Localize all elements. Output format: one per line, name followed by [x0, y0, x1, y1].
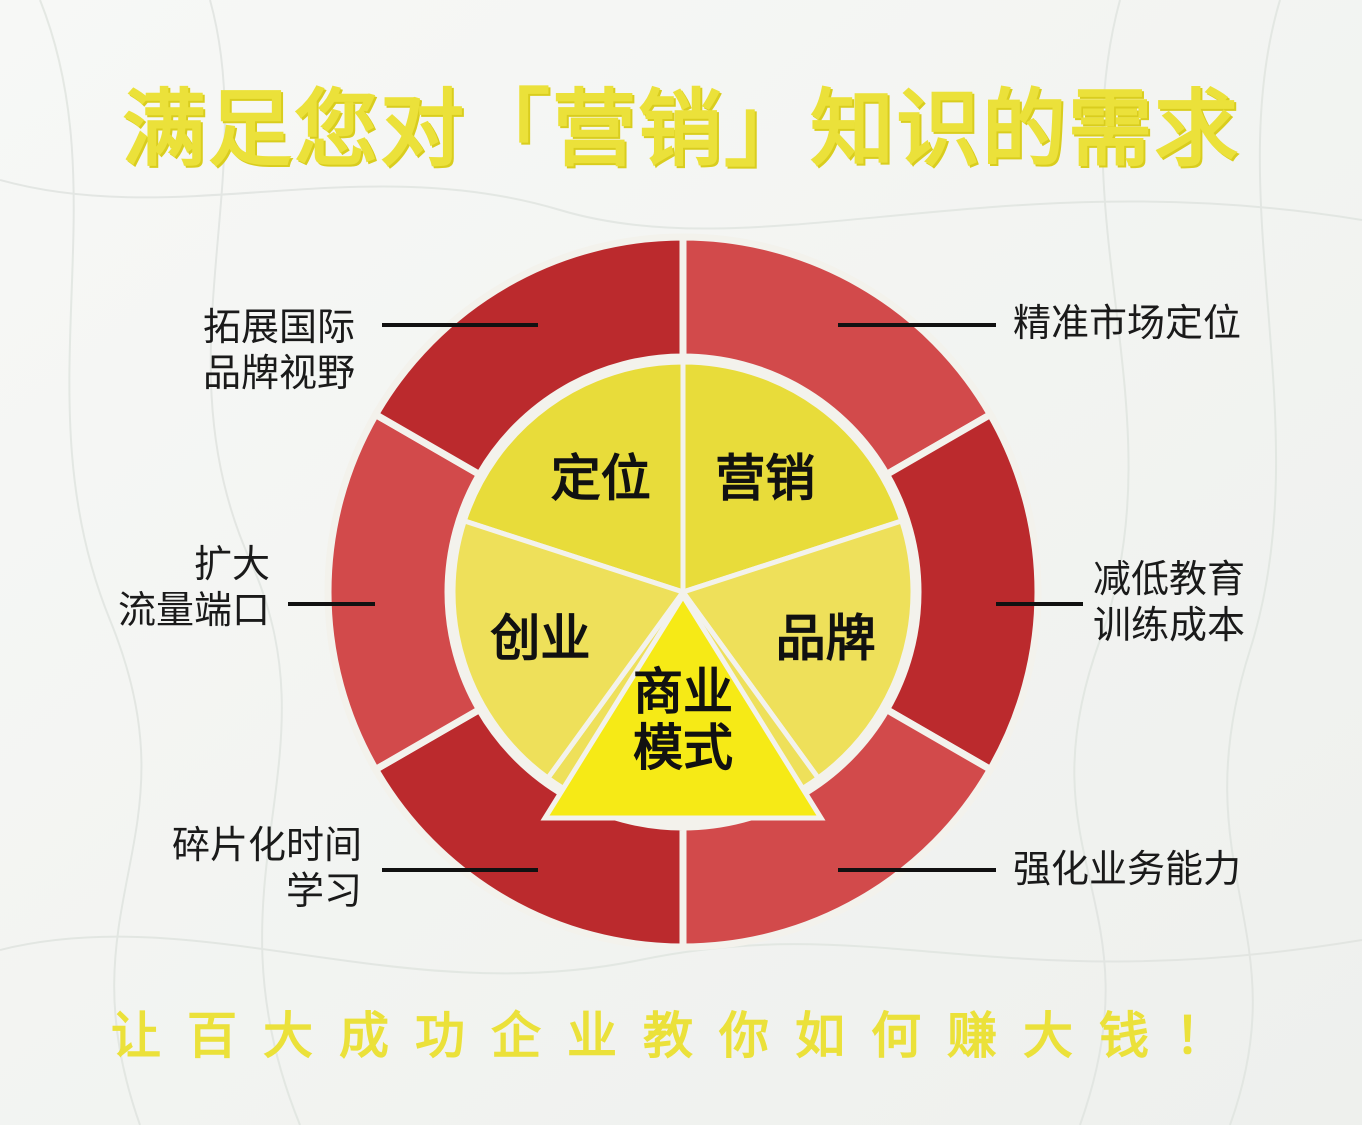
- callout-bottom-right-line: 强化业务能力: [1013, 847, 1242, 891]
- wedge-chuangye: [450, 517, 688, 782]
- callout-mid-left: 扩大流量端口: [118, 541, 270, 633]
- callout-top-right: 精准市场定位: [1013, 300, 1241, 346]
- wedge-label-dingwei-0: 定位: [551, 450, 651, 508]
- footer-slogan: 让百大成功企业教你如何赚大钱！: [111, 1007, 1251, 1065]
- wedge-shangye: [540, 591, 826, 821]
- callout-mid-right: 减低教育训练成本: [1093, 556, 1245, 648]
- callout-bottom-left: 碎片化时间学习: [172, 822, 362, 914]
- callout-top-left: 拓展国际品牌视野: [203, 304, 355, 396]
- callout-top-left-line: 品牌视野: [202, 351, 355, 395]
- wedge-label-shangye-1: 模式: [633, 719, 733, 777]
- callout-mid-right-line: 训练成本: [1093, 603, 1246, 647]
- callout-mid-right-line: 减低教育: [1093, 557, 1246, 601]
- callout-top-right-line: 精准市场定位: [1013, 301, 1242, 345]
- callout-bottom-left-line: 学习: [285, 869, 362, 913]
- callout-mid-left-line: 流量端口: [117, 588, 270, 632]
- callout-mid-left-line: 扩大: [193, 542, 270, 586]
- wedge-dingwei: [461, 359, 686, 596]
- wedge-pinpai: [678, 517, 916, 782]
- callout-bottom-left-line: 碎片化时间: [171, 823, 362, 867]
- wedge-yingxiao: [680, 359, 905, 596]
- wedge-label-chuangye-0: 创业: [490, 609, 590, 667]
- wedge-label-shangye-0: 商业: [633, 663, 733, 721]
- callout-top-left-line: 拓展国际: [202, 305, 355, 349]
- callout-bottom-right: 强化业务能力: [1013, 846, 1241, 892]
- page-title: 满足您对「营销」知识的需求: [121, 80, 1240, 178]
- wedge-label-pinpai-0: 品牌: [776, 609, 876, 667]
- wedge-label-yingxiao-0: 营销: [715, 450, 815, 508]
